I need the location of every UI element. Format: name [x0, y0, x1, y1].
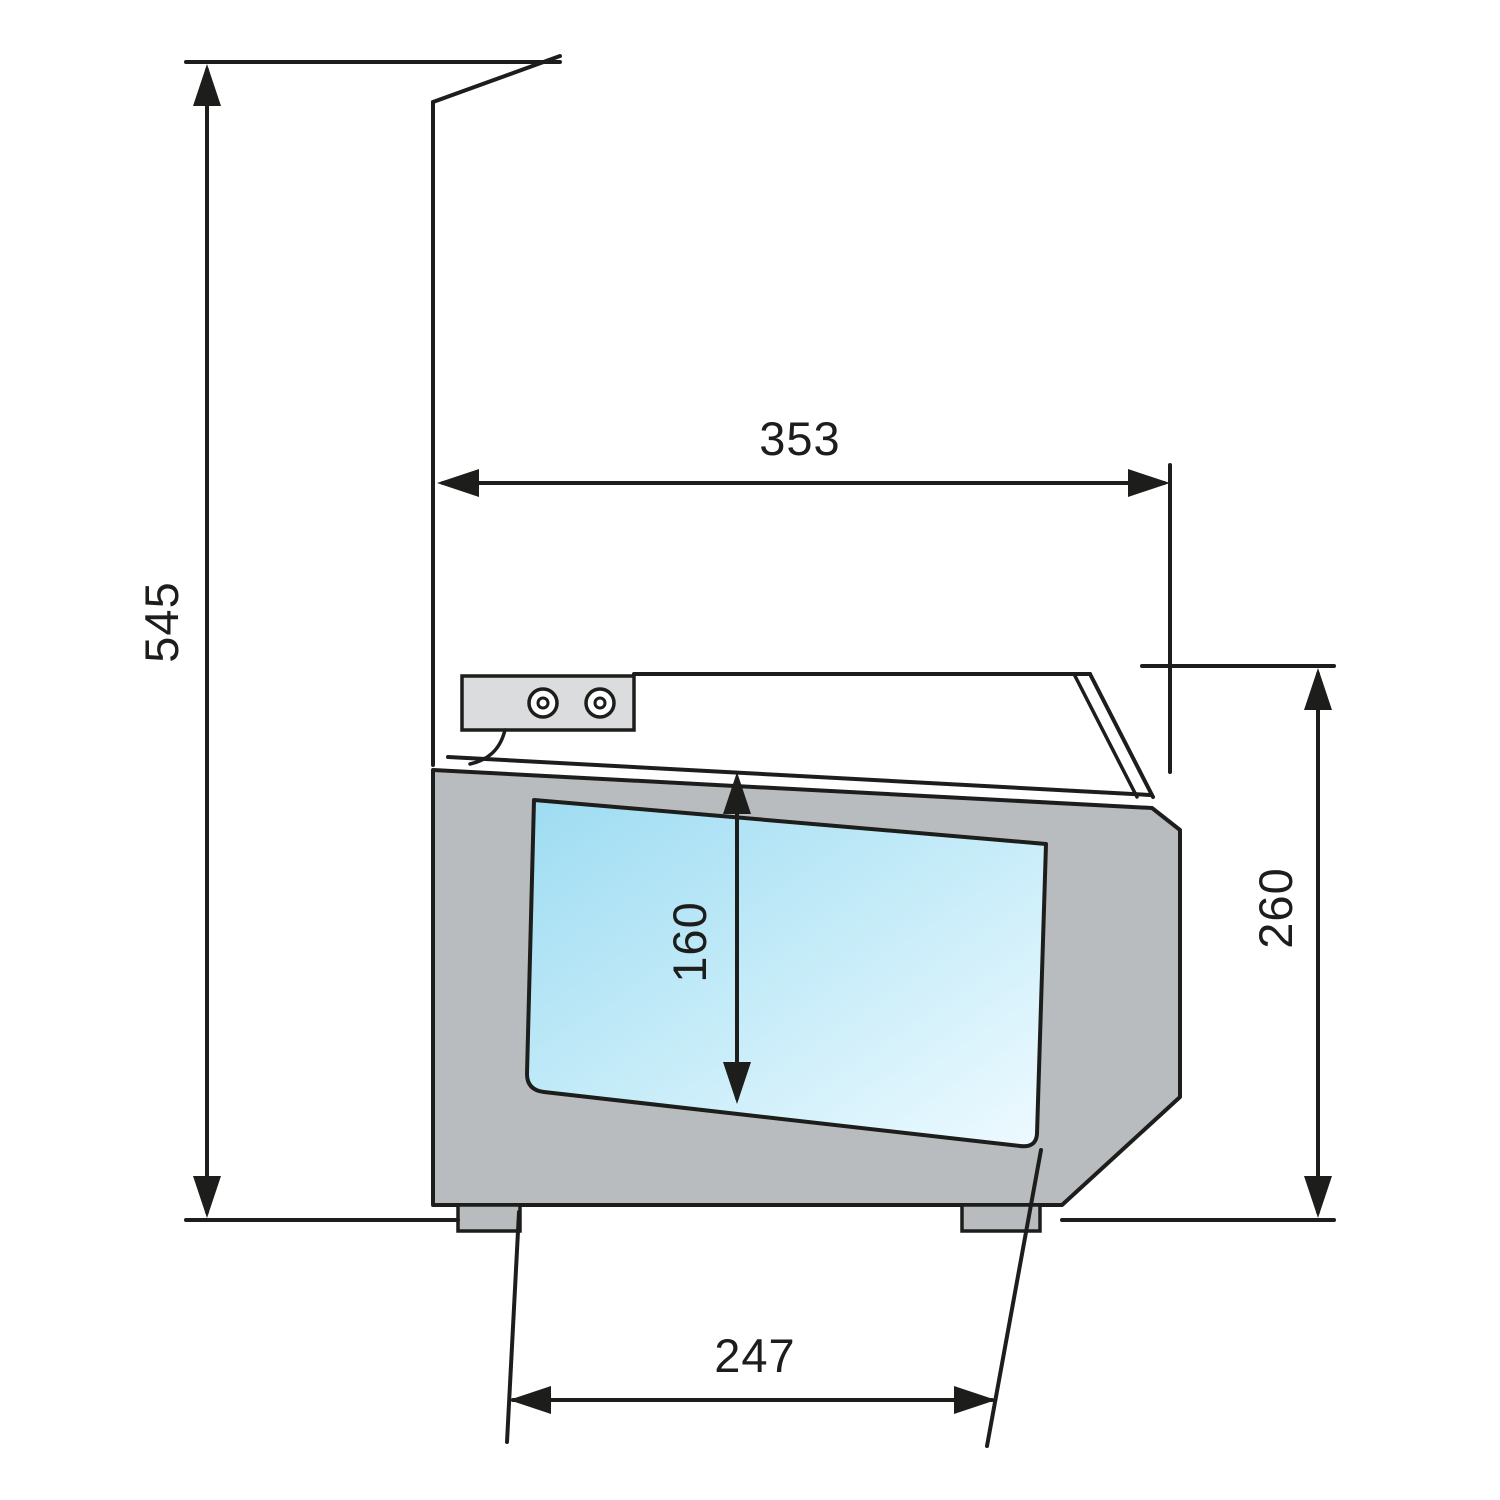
- glass-lid: [446, 755, 1152, 797]
- dim-260-arrow-down: [1304, 1176, 1332, 1218]
- foot-left: [456, 1203, 522, 1233]
- control-knob-right: [584, 687, 616, 719]
- dim-247-arrow-left: [509, 1386, 551, 1414]
- dim-353-label: 353: [759, 412, 840, 465]
- canopy-front-glass-outer: [1088, 672, 1155, 799]
- control-knob-right-center: [593, 696, 607, 710]
- dim-545-label: 545: [135, 581, 188, 662]
- control-knob-left-center: [536, 696, 550, 710]
- dim-160-arrow-down: [723, 1062, 751, 1104]
- canopy-front-glass-inner: [1072, 672, 1139, 799]
- dim-260-label: 260: [1249, 867, 1302, 948]
- dim-260-arrow-up: [1304, 668, 1332, 710]
- control-knob-left: [527, 687, 559, 719]
- dim-353-arrow-right: [1128, 469, 1170, 497]
- dim-247-label: 247: [714, 1329, 795, 1382]
- refrigerated-basin: [525, 798, 1048, 1149]
- dim-353-arrow-left: [437, 469, 479, 497]
- dim-247-ext-left: [505, 1210, 521, 1444]
- dim-545-arrow-up: [193, 64, 221, 106]
- dim-247-arrow-right: [954, 1386, 996, 1414]
- dim-160-arrow-up: [723, 772, 751, 814]
- dim-160-label: 160: [663, 901, 716, 982]
- control-panel-leader-line: [468, 728, 507, 766]
- dim-545-arrow-down: [193, 1176, 221, 1218]
- dim-247-ext-right: [985, 1148, 1043, 1448]
